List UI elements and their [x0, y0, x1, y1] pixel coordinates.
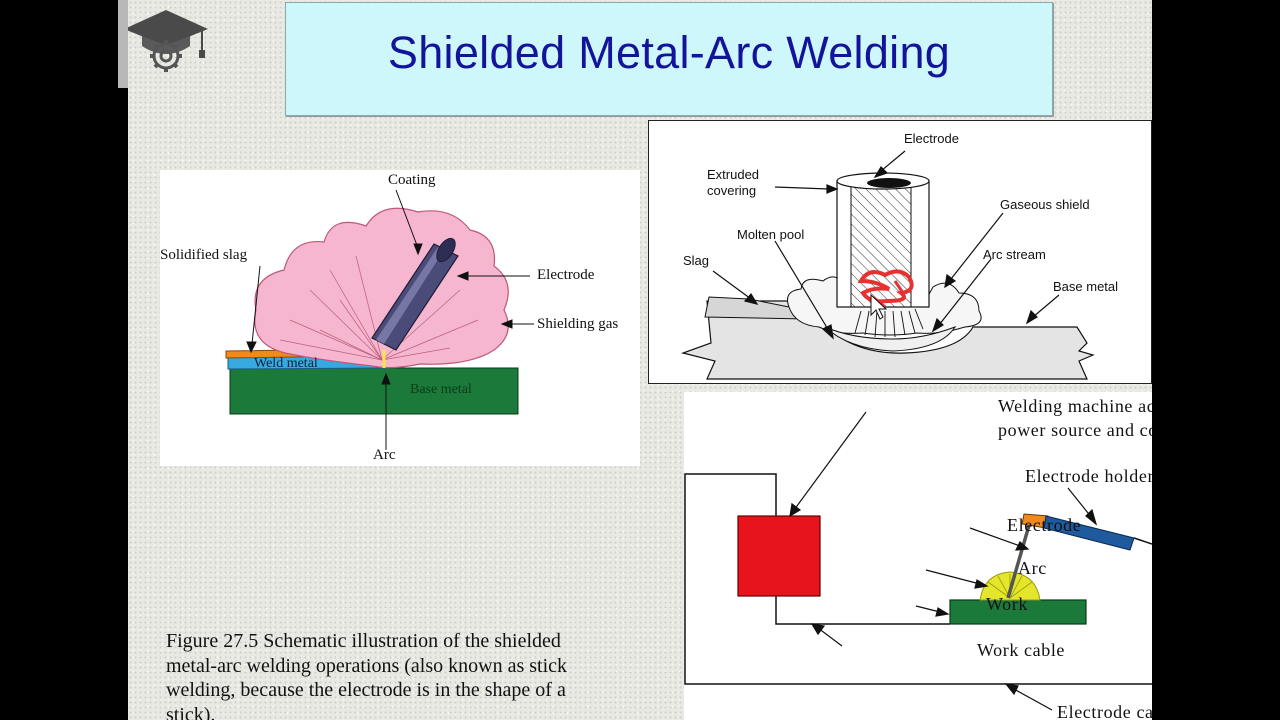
graduation-cap-logo-icon — [128, 10, 208, 72]
figure2-leaders — [712, 150, 1060, 340]
label-coating: Coating — [388, 172, 436, 188]
caption-line: metal-arc welding operations (also known… — [166, 654, 567, 677]
electrode-cross-section-figure: Electrode Extruded covering Gaseous shie… — [648, 120, 1152, 384]
caption-line: welding, because the electrode is in the… — [166, 679, 566, 701]
electrode-stick — [1006, 521, 1032, 599]
slide-title: Shielded Metal-Arc Welding — [387, 27, 951, 78]
label-slag: Slag — [683, 253, 710, 268]
label-welding-machine-line1: Welding machine ac or dc — [998, 396, 1152, 416]
welding-circuit-drawing — [684, 411, 1152, 711]
title-box: Shielded Metal-Arc Welding — [285, 2, 1053, 116]
label-molten-pool: Molten pool — [737, 227, 805, 242]
label-electrode-cable: Electrode cable — [1057, 702, 1152, 720]
circuit-cables — [684, 473, 1152, 685]
label-extruded: Extruded — [707, 167, 760, 182]
label-base-metal: Base metal — [410, 382, 472, 397]
molten-pool — [824, 326, 957, 352]
arc-stream-lines — [854, 308, 924, 338]
label-arc: Arc — [373, 447, 396, 463]
label-electrode: Electrode — [537, 267, 595, 283]
label-work: Work — [986, 594, 1028, 614]
figure-caption: Figure 27.5 Schematic illustration of th… — [166, 629, 686, 720]
electrode-cross-section-drawing — [680, 150, 1095, 380]
figure1-leaders — [246, 189, 534, 450]
label-arc-stream: Arc stream — [983, 247, 1046, 262]
smaw-schematic-figure: Coating Solidified slag Electrode Shield… — [160, 170, 640, 466]
smaw-schematic-drawing — [225, 189, 534, 450]
caption-line: stick). — [166, 703, 216, 720]
label-weld-metal: Weld metal — [254, 356, 318, 371]
label-arc-3: Arc — [1018, 558, 1047, 578]
label-covering: covering — [707, 183, 757, 198]
label-electrode-top: Electrode — [904, 131, 959, 146]
welding-circuit-figure: Welding machine ac or dc power source an… — [684, 392, 1152, 720]
caption-line: Figure 27.5 Schematic illustration of th… — [166, 630, 561, 652]
mouse-cursor-icon — [870, 293, 888, 320]
gaseous-shield-cloud — [787, 276, 982, 336]
arc-spray-lines — [279, 255, 479, 361]
label-electrode-3: Electrode — [1007, 515, 1082, 535]
label-welding-machine-line2: power source and controls — [998, 420, 1152, 440]
label-shielding-gas: Shielding gas — [537, 316, 619, 332]
red-scribble-annotation — [857, 269, 914, 304]
base-metal-block — [229, 367, 519, 415]
label-electrode-holder: Electrode holder — [1025, 466, 1152, 486]
electrode-holder-handle — [1043, 515, 1135, 551]
label-solidified-slag: Solidified slag — [160, 247, 248, 263]
figure3-leaders — [789, 411, 1098, 711]
window-edge-strip — [118, 0, 128, 88]
shielding-gas-cloud — [254, 207, 509, 369]
welding-machine-box — [737, 515, 821, 597]
label-base-metal-2: Base metal — [1053, 279, 1119, 294]
label-work-cable: Work cable — [977, 640, 1066, 660]
label-gaseous-shield: Gaseous shield — [1000, 197, 1090, 212]
slide: Shielded Metal-Arc Welding — [128, 0, 1152, 720]
